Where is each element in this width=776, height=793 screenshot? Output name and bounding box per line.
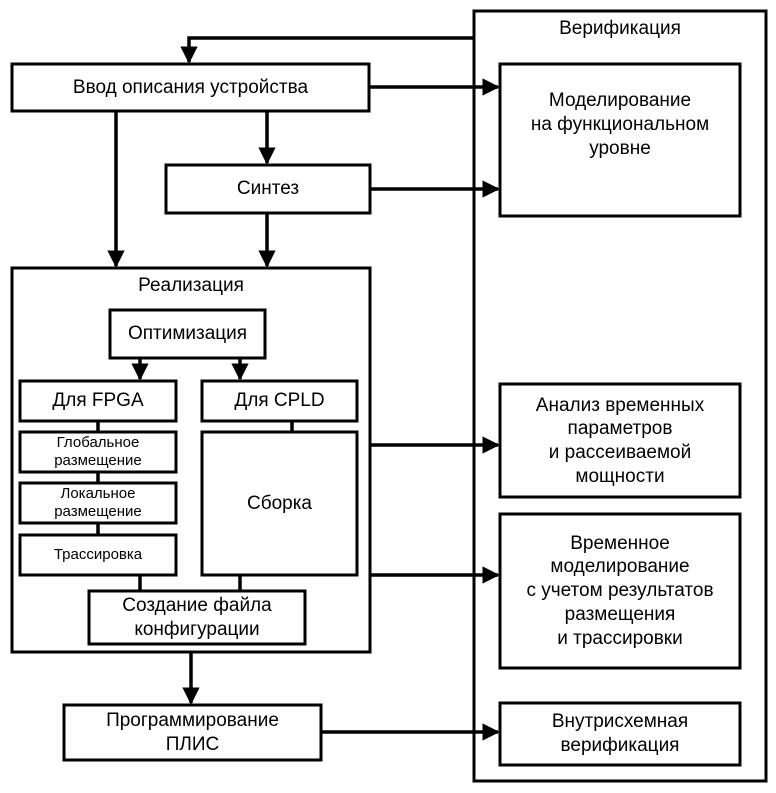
timing-sim-box — [498, 512, 742, 670]
cpld-box — [200, 379, 359, 423]
optimization-box — [108, 308, 267, 360]
functional-sim-label: Моделирование на функциональном уровне — [530, 90, 710, 159]
fpga-label: Для FPGA — [52, 390, 144, 412]
programming-box — [62, 703, 323, 762]
verification-title: Верификация — [559, 18, 681, 40]
config-file-box — [87, 589, 307, 646]
config-file-label: Создание файла конфигурации — [122, 594, 272, 640]
timing-sim-label: Временное моделирование с учетом результ… — [526, 532, 714, 649]
in-circuit-label: Внутрисхемная верификация — [551, 711, 689, 756]
optimization-label: Оптимизация — [127, 323, 248, 345]
design-entry-label: Ввод описания устройства — [72, 76, 309, 98]
timing-analysis-label: Анализ временных параметров и рассеиваем… — [535, 394, 705, 487]
cpld-label: Для CPLD — [234, 390, 325, 412]
timing-analysis-box — [498, 382, 742, 499]
implementation-title: Реализация — [138, 275, 244, 297]
feedback-arrow — [180, 36, 474, 64]
global-placement-label: Глобальное размещение — [54, 434, 142, 469]
fpga-box — [18, 379, 178, 423]
fitting-box — [200, 430, 359, 577]
fitting-label: Сборка — [246, 492, 313, 514]
programming-label: Программирование ПЛИС — [106, 709, 279, 755]
local-placement-label: Локальное размещение — [54, 485, 142, 520]
functional-sim-box — [498, 62, 742, 218]
synthesis-label: Синтез — [236, 178, 300, 200]
global-placement-box — [18, 430, 178, 474]
design-entry-box — [10, 62, 371, 113]
in-circuit-box — [498, 701, 742, 767]
routing-label: Трассировка — [53, 546, 143, 563]
